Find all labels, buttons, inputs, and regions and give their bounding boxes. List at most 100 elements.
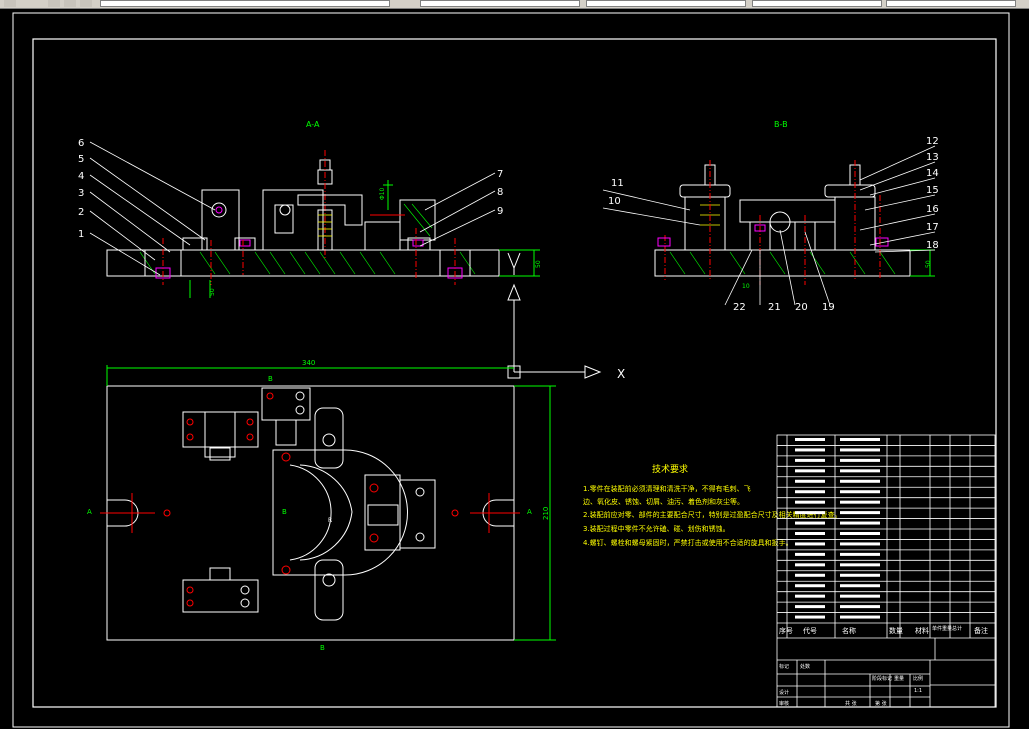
balloon-1: 1: [78, 229, 84, 240]
tb-count: 处数: [800, 663, 810, 670]
tb-design: 设计: [779, 689, 789, 696]
note-line-4: 3.装配过程中零件不允许磕、碰、划伤和锈蚀。: [583, 524, 730, 533]
view-b-mid: B: [282, 508, 287, 516]
note-line-2: 边、氧化皮、锈蚀、切屑、油污、着色剂和灰尘等。: [583, 497, 744, 506]
balloon-16: 16: [926, 204, 939, 215]
tb-sheet: 第 张: [875, 700, 887, 707]
bom-cell-code: [795, 584, 825, 588]
bom-cell-name: [840, 448, 880, 452]
balloon-18: 18: [926, 240, 939, 251]
view-a-left: A: [87, 508, 92, 516]
bom-cell-name: [840, 521, 880, 525]
balloon-19: 19: [822, 302, 835, 313]
sun-icon[interactable]: [80, 0, 92, 7]
bom-header-material: 材料: [915, 626, 929, 635]
inner-dim: R: [328, 517, 332, 524]
bom-header-code: 代号: [803, 626, 817, 635]
bom-cell-code: [795, 573, 825, 577]
note-line-5: 4.螺钉、螺栓和螺母紧固时，严禁打击或使用不合适的旋具和扳手。: [583, 538, 793, 547]
tb-weight: 重量: [894, 675, 904, 682]
bom-cell-name: [840, 573, 880, 577]
bom-cell-code: [795, 594, 825, 598]
plotstyle-dropdown[interactable]: [886, 0, 1016, 7]
bom-cell-name: [840, 605, 880, 609]
section-bb-label: B-B: [774, 120, 788, 129]
balloon-12: 12: [926, 136, 939, 147]
balloon-3: 3: [78, 188, 84, 199]
note-line-1: 1.零件在装配前必须清理和清洗干净，不得有毛刺、飞: [583, 484, 751, 493]
balloon-21: 21: [768, 302, 781, 313]
balloon-8: 8: [497, 187, 503, 198]
bom-cell-code: [795, 438, 825, 441]
section-a-a: A-A: [78, 120, 542, 298]
section-aa-label: A-A: [306, 120, 320, 129]
tb-mark: 标记: [779, 663, 789, 670]
tb-sheets: 共 张: [845, 700, 857, 707]
bom-cell-code: [795, 479, 825, 483]
balloon-7: 7: [497, 169, 503, 180]
bom-cell-name: [840, 615, 880, 619]
balloon-5: 5: [78, 154, 84, 165]
tb-scale: 比例: [913, 675, 923, 682]
tb-scale-value: 1:1: [914, 688, 922, 694]
bom-cell-name: [840, 490, 880, 494]
view-b-bottom: B: [320, 644, 325, 652]
balloon-4: 4: [78, 171, 84, 182]
lineweight-dropdown[interactable]: [752, 0, 882, 7]
balloon-20: 20: [795, 302, 808, 313]
balloon-13: 13: [926, 152, 939, 163]
bom-cell-code: [795, 448, 825, 452]
bom-cell-name: [840, 584, 880, 588]
linetype-dropdown[interactable]: [586, 0, 746, 7]
balloon-2: 2: [78, 207, 84, 218]
x-axis-label: X: [617, 367, 625, 381]
bom-header-weight: 单件重量: [932, 625, 952, 632]
height-dim: 210: [542, 507, 550, 520]
balloon-11: 11: [611, 178, 624, 189]
bom-cell-name: [840, 532, 880, 535]
dim-b: 50: [209, 288, 216, 296]
title-block: 序号 代号 名称 数量 材料 单件重量 总计 备注 标记 处数 设计 审核 阶段…: [776, 434, 996, 708]
balloon-17: 17: [926, 222, 939, 233]
bom-cell-code: [795, 542, 825, 546]
bom-cell-code: [795, 532, 825, 535]
layer-state-icon[interactable]: [64, 0, 76, 7]
view-a-right: A: [527, 508, 532, 516]
bom-header-name: 名称: [842, 626, 856, 635]
bom-cell-code: [795, 605, 825, 609]
bom-cell-code: [795, 511, 825, 515]
bom-cell-name: [840, 469, 880, 473]
command-line[interactable]: [0, 729, 1029, 738]
bom-cell-name: [840, 500, 880, 504]
bom-cell-code: [795, 490, 825, 494]
tb-stage: 阶段标记: [872, 675, 892, 682]
view-b-top: B: [268, 375, 273, 383]
balloon-14: 14: [926, 168, 939, 179]
color-dropdown[interactable]: [420, 0, 580, 7]
layer-icon[interactable]: [48, 0, 60, 7]
bom-cell-code: [795, 469, 825, 473]
balloon-10: 10: [608, 196, 621, 207]
note-line-3: 2.装配前应对零、部件的主要配合尺寸，特别是过盈配合尺寸及相关精度进行复查。: [583, 510, 842, 519]
bom-header-qty: 数量: [889, 626, 903, 635]
bom-cell-code: [795, 521, 825, 525]
bom-cell-name: [840, 563, 880, 567]
dim-a: 50: [535, 260, 542, 268]
notes-title: 技术要求: [652, 463, 688, 475]
drawing-frame: [32, 38, 997, 708]
bom-cell-name: [840, 594, 880, 598]
toolbar-icon[interactable]: [4, 0, 16, 7]
technical-notes: 技术要求 1.零件在装配前必须清理和清洗干净，不得有毛刺、飞 边、氧化皮、锈蚀、…: [583, 463, 842, 547]
svg-text:Φ10: Φ10: [379, 187, 386, 200]
ucs-icon: X: [507, 252, 625, 381]
bom-header-no: 序号: [779, 626, 793, 635]
drawing-canvas[interactable]: A-A: [0, 9, 1029, 729]
balloon-15: 15: [926, 185, 939, 196]
layer-dropdown[interactable]: [100, 0, 390, 7]
bom-cell-name: [840, 479, 880, 483]
balloon-9: 9: [497, 206, 503, 217]
bom-cell-name: [840, 511, 880, 515]
bom-cell-code: [795, 563, 825, 567]
toolbar: [0, 0, 1029, 9]
bom-header-total: 总计: [952, 625, 962, 632]
